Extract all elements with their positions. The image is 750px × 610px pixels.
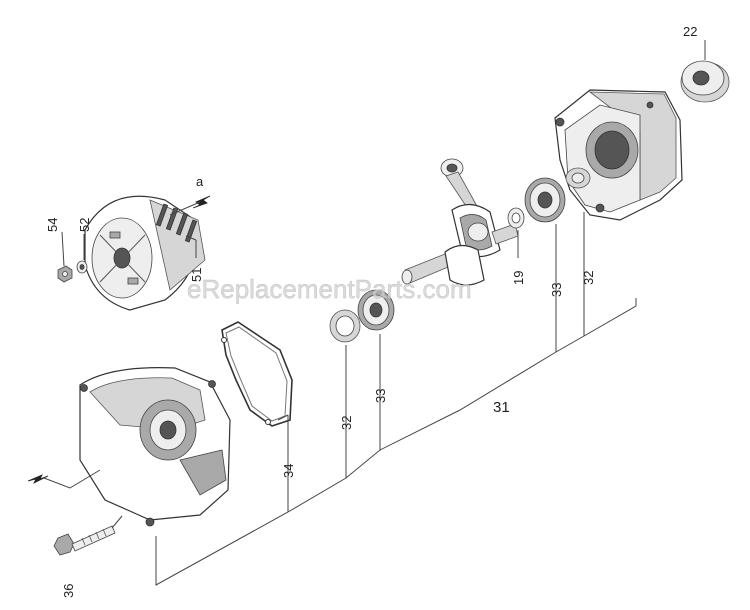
label-arrow-a: a (196, 174, 204, 189)
label-part-51: 51 (189, 268, 204, 282)
label-part-33-right: 33 (549, 283, 564, 297)
left-crankcase-housing (79, 367, 231, 527)
arrow-left-indicator (27, 469, 101, 489)
label-part-54: 54 (45, 218, 60, 232)
part-54-nut (57, 265, 73, 283)
watermark-text: eReplacementParts.com (187, 274, 472, 304)
label-part-34: 34 (281, 464, 296, 478)
part-22-cap (680, 40, 730, 103)
part-32-left-seal (329, 309, 361, 343)
leader-lines (61, 212, 637, 586)
part-36-bolt (53, 515, 123, 556)
label-part-33-left: 33 (373, 389, 388, 403)
part-32-right-crankcase (554, 89, 683, 221)
part-52-washer (76, 260, 88, 274)
label-part-31: 31 (493, 399, 510, 416)
part-33-left-bearing (357, 289, 395, 331)
part-51-flywheel (84, 195, 206, 311)
crankshaft-assembly (401, 158, 519, 286)
label-part-32-right: 32 (581, 271, 596, 285)
label-part-32-left: 32 (339, 416, 354, 430)
part-34-gasket (221, 321, 293, 427)
part-33-right-bearing (524, 177, 566, 223)
label-part-36: 36 (61, 584, 76, 598)
label-part-22: 22 (683, 24, 697, 39)
arrow-a-indicator (169, 195, 211, 216)
label-part-19: 19 (511, 271, 526, 285)
label-part-52: 52 (77, 218, 92, 232)
part-19-washer (507, 207, 525, 229)
